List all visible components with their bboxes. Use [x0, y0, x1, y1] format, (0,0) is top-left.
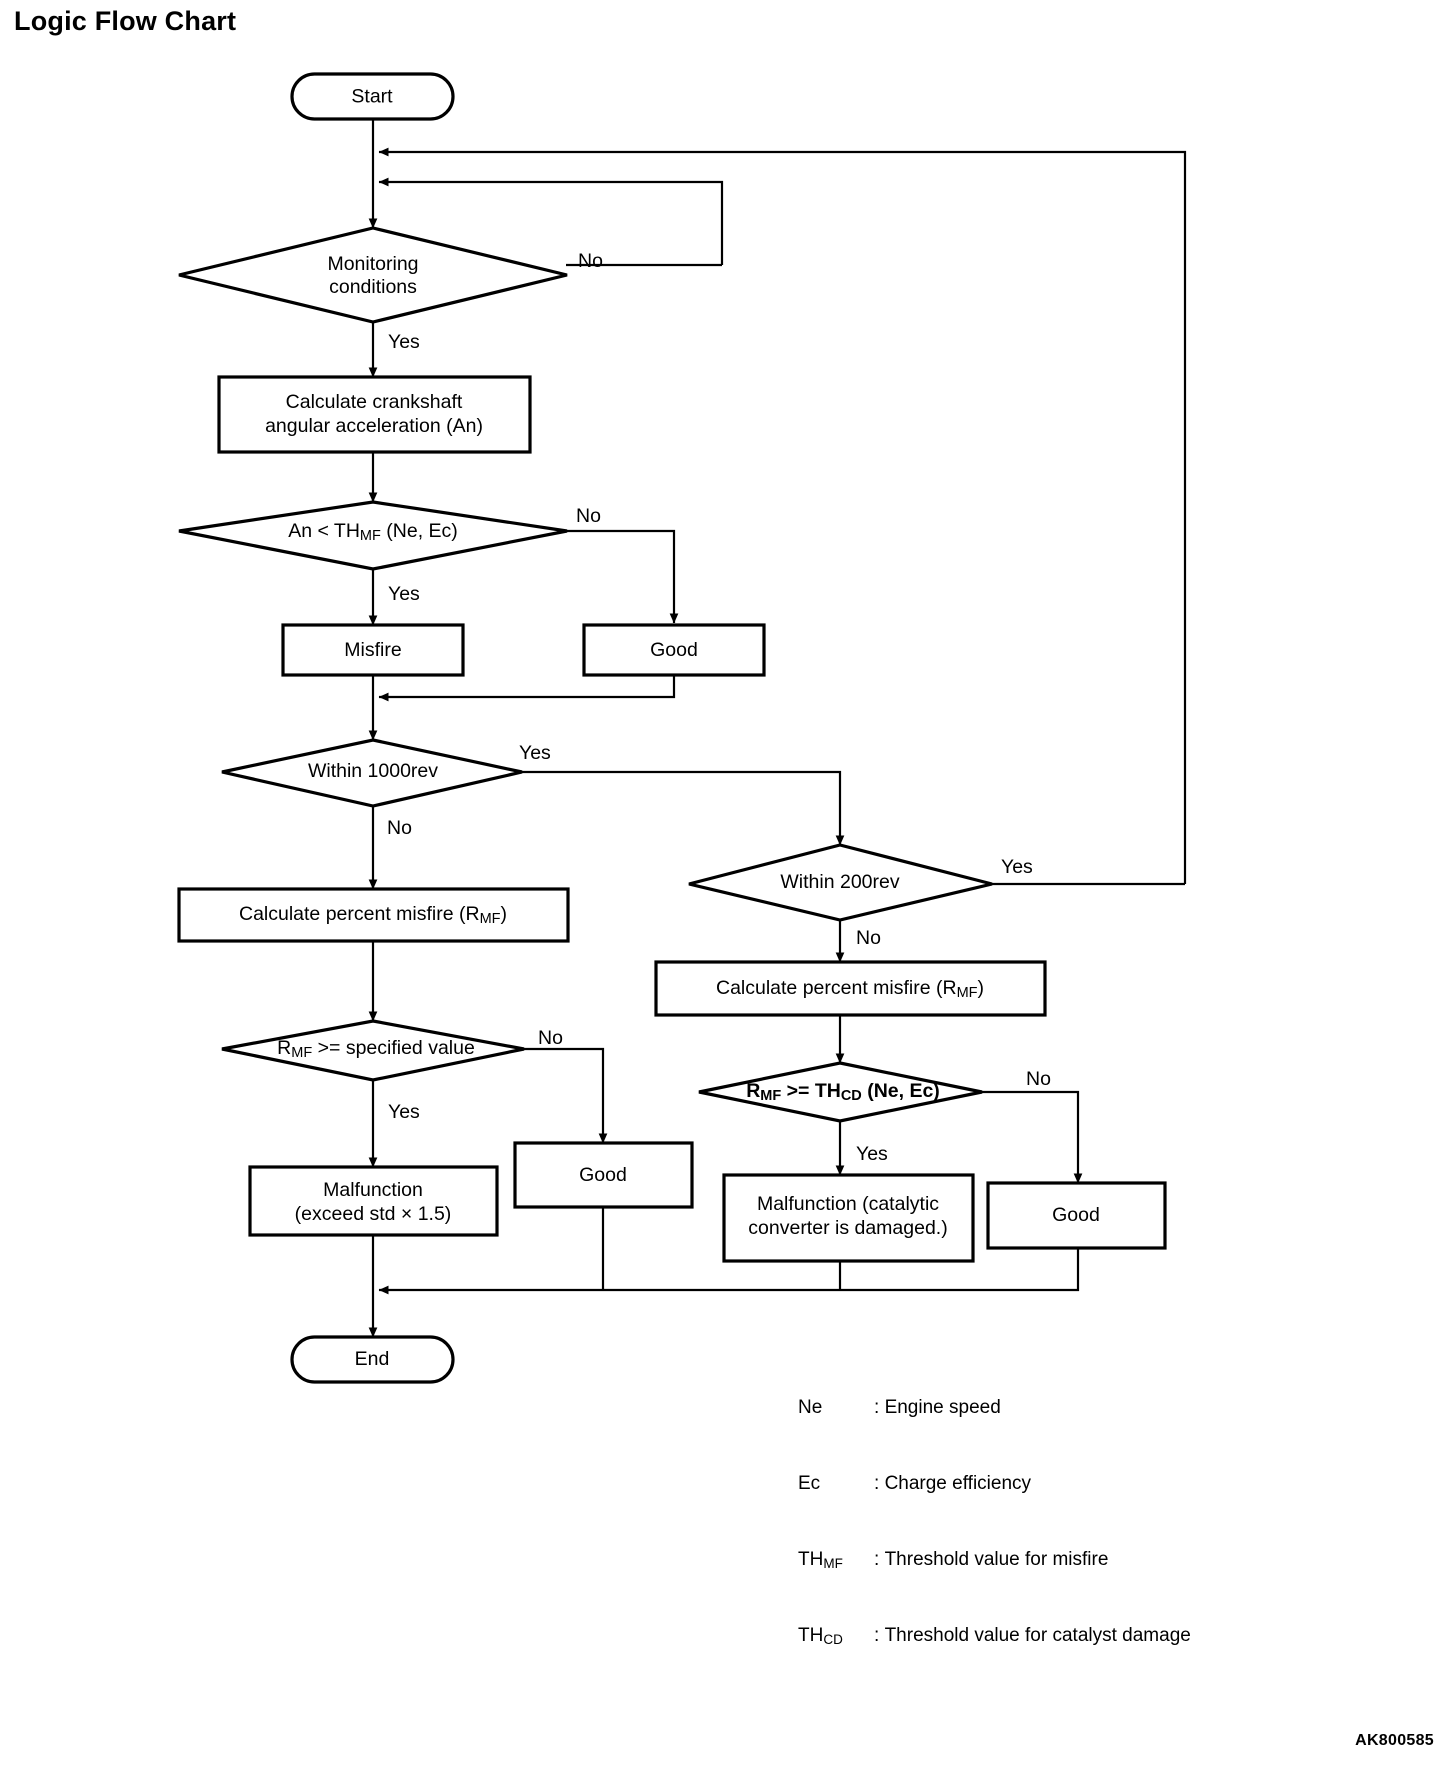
legend-text: Engine speed	[884, 1397, 1001, 1418]
node-rmf-ge-specified-value[interactable]: RMF >= specified value	[221, 1019, 525, 1082]
legend-text: Threshold value for catalyst damage	[884, 1625, 1191, 1646]
node-calcan-label-line1: Calculate crankshaft	[286, 391, 463, 413]
edge-label-within200-yes: Yes	[1001, 856, 1033, 878]
node-misfire-label: Misfire	[344, 639, 401, 661]
legend-sep: :	[874, 1397, 885, 1418]
node-malfunction-left[interactable]: Malfunction (exceed std × 1.5)	[248, 1165, 499, 1237]
node-good2-label: Good	[579, 1164, 627, 1186]
legend-key: Ec	[798, 1473, 821, 1494]
node-good-1[interactable]: Good	[582, 623, 766, 677]
connectors	[368, 118, 1187, 1338]
legend-key-sub: CD	[823, 1632, 843, 1647]
edge-good3-merge	[378, 1248, 1080, 1295]
node-start[interactable]: Start	[290, 72, 455, 121]
node-calcan-label-line2: angular acceleration (An)	[265, 415, 483, 437]
node-within200-label: Within 200rev	[780, 871, 899, 893]
node-misfire[interactable]: Misfire	[281, 623, 465, 677]
node-end-label: End	[355, 1348, 390, 1370]
node-malfleft-label-line2: (exceed std × 1.5)	[295, 1203, 452, 1225]
edge-label-monitoring-yes: Yes	[388, 331, 420, 353]
legend-sep: :	[874, 1625, 885, 1646]
node-good-2[interactable]: Good	[513, 1141, 694, 1209]
edge-label-monitoring-no: No	[578, 250, 603, 272]
edge-rmfthcd-no	[982, 1090, 1083, 1184]
node-malfleft-label-line1: Malfunction	[323, 1179, 423, 1201]
edge-label-anth-no: No	[576, 505, 601, 527]
edge-label-rmfthcd-no: No	[1026, 1068, 1051, 1090]
node-good3-label: Good	[1052, 1204, 1100, 1226]
legend-row: Ne: Engine speed	[798, 1395, 1191, 1421]
node-good1-label: Good	[650, 639, 698, 661]
node-calculate-percent-misfire-left[interactable]: Calculate percent misfire (RMF)	[177, 887, 570, 943]
edge-labels: No Yes No Yes Yes No Yes No No Yes No Ye…	[387, 250, 1051, 1165]
legend-row: Ec: Charge efficiency	[798, 1471, 1191, 1497]
node-end[interactable]: End	[290, 1335, 455, 1384]
edge-good1-merge	[378, 675, 676, 702]
edge-within1000-yes	[522, 770, 845, 846]
node-monitoring-label-line1: Monitoring	[327, 253, 418, 275]
edge-monitoring-no-feedback	[378, 177, 724, 265]
node-malfunction-right[interactable]: Malfunction (catalytic converter is dama…	[722, 1173, 975, 1263]
legend-key: TH	[798, 1625, 824, 1646]
node-calcrmfr-label: Calculate percent misfire (RMF)	[716, 977, 984, 1001]
node-malfright-label-line1: Malfunction (catalytic	[757, 1193, 939, 1215]
figure-code: AK800585	[1355, 1732, 1434, 1749]
node-monitoring-label-line2: conditions	[329, 276, 417, 298]
edge-rmfspec-no	[524, 1047, 608, 1144]
edge-anth-no	[567, 529, 679, 624]
legend: Ne: Engine speed Ec: Charge efficiency T…	[798, 1345, 1191, 1699]
legend-text: Threshold value for misfire	[884, 1549, 1109, 1570]
node-rmfthcd-label: RMF >= THCD (Ne, Ec)	[746, 1080, 940, 1104]
node-within-200rev[interactable]: Within 200rev	[688, 843, 993, 922]
node-within-1000rev[interactable]: Within 1000rev	[221, 738, 523, 808]
legend-text: Charge efficiency	[884, 1473, 1032, 1494]
node-calculate-crankshaft[interactable]: Calculate crankshaft angular acceleratio…	[217, 375, 532, 454]
legend-row: THCD: Threshold value for catalyst damag…	[798, 1623, 1191, 1649]
node-rmfspec-label: RMF >= specified value	[277, 1037, 475, 1061]
node-calcrmfl-label: Calculate percent misfire (RMF)	[239, 903, 507, 927]
edge-label-rmfspec-yes: Yes	[388, 1101, 420, 1123]
edge-label-rmfspec-no: No	[538, 1027, 563, 1049]
edge-label-rmfthcd-yes: Yes	[856, 1143, 888, 1165]
page-title: Logic Flow Chart	[14, 6, 237, 36]
node-monitoring-conditions[interactable]: Monitoring conditions	[178, 226, 568, 324]
legend-key: Ne	[798, 1397, 823, 1418]
legend-key-sub: MF	[823, 1556, 843, 1571]
node-rmf-ge-thcd[interactable]: RMF >= THCD (Ne, Ec)	[698, 1061, 983, 1123]
node-anth-label: An < THMF (Ne, Ec)	[288, 520, 458, 544]
node-an-lt-thmf[interactable]: An < THMF (Ne, Ec)	[178, 500, 568, 571]
edge-label-anth-yes: Yes	[388, 583, 420, 605]
edge-label-within1000-yes: Yes	[519, 742, 551, 764]
node-calculate-percent-misfire-right[interactable]: Calculate percent misfire (RMF)	[654, 960, 1047, 1017]
legend-row: THMF: Threshold value for misfire	[798, 1547, 1191, 1573]
edge-label-within1000-no: No	[387, 817, 412, 839]
legend-sep: :	[874, 1549, 885, 1570]
legend-key: TH	[798, 1549, 824, 1570]
legend-sep: :	[874, 1473, 885, 1494]
node-start-label: Start	[351, 86, 393, 108]
node-malfright-label-line2: converter is damaged.)	[748, 1217, 947, 1239]
edge-label-within200-no: No	[856, 927, 881, 949]
node-within1000-label: Within 1000rev	[308, 760, 438, 782]
edge-within200-yes-feedback	[378, 147, 1187, 884]
node-good-3[interactable]: Good	[986, 1181, 1167, 1250]
